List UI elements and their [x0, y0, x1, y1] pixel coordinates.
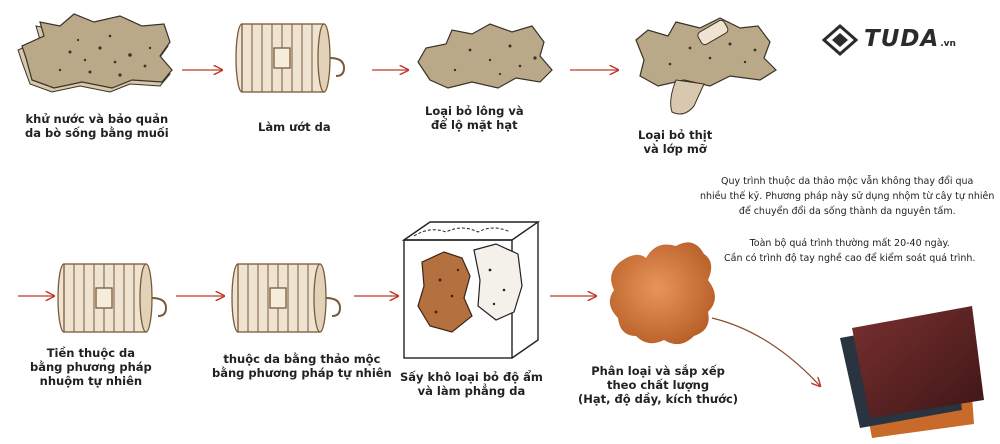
note-paragraph-history: Quy trình thuộc da thảo mộc vẫn không th… [700, 176, 995, 217]
tuda-logo: TUDA.vn [822, 24, 972, 56]
salted-hide-illustration [17, 13, 173, 93]
pretan-drum-illustration [57, 263, 168, 333]
soak-drum-illustration [235, 23, 346, 93]
tuda-logo-mark-icon [822, 24, 858, 56]
drying-frame-illustration [401, 221, 541, 359]
step-label-soak: Làm ướt da [258, 120, 331, 134]
brand-name: TUDA.vn [864, 26, 956, 52]
fleshing-illustration [635, 17, 777, 115]
note-paragraph-duration: Toàn bộ quá trình thường mất 20-40 ngày.… [724, 238, 976, 264]
dehaired-hide-illustration [417, 23, 553, 89]
tan-drum-illustration [231, 263, 342, 333]
finished-leather-illustration [840, 306, 984, 438]
arrow-to-leather [711, 317, 820, 386]
tanned-hide-illustration [609, 242, 715, 345]
